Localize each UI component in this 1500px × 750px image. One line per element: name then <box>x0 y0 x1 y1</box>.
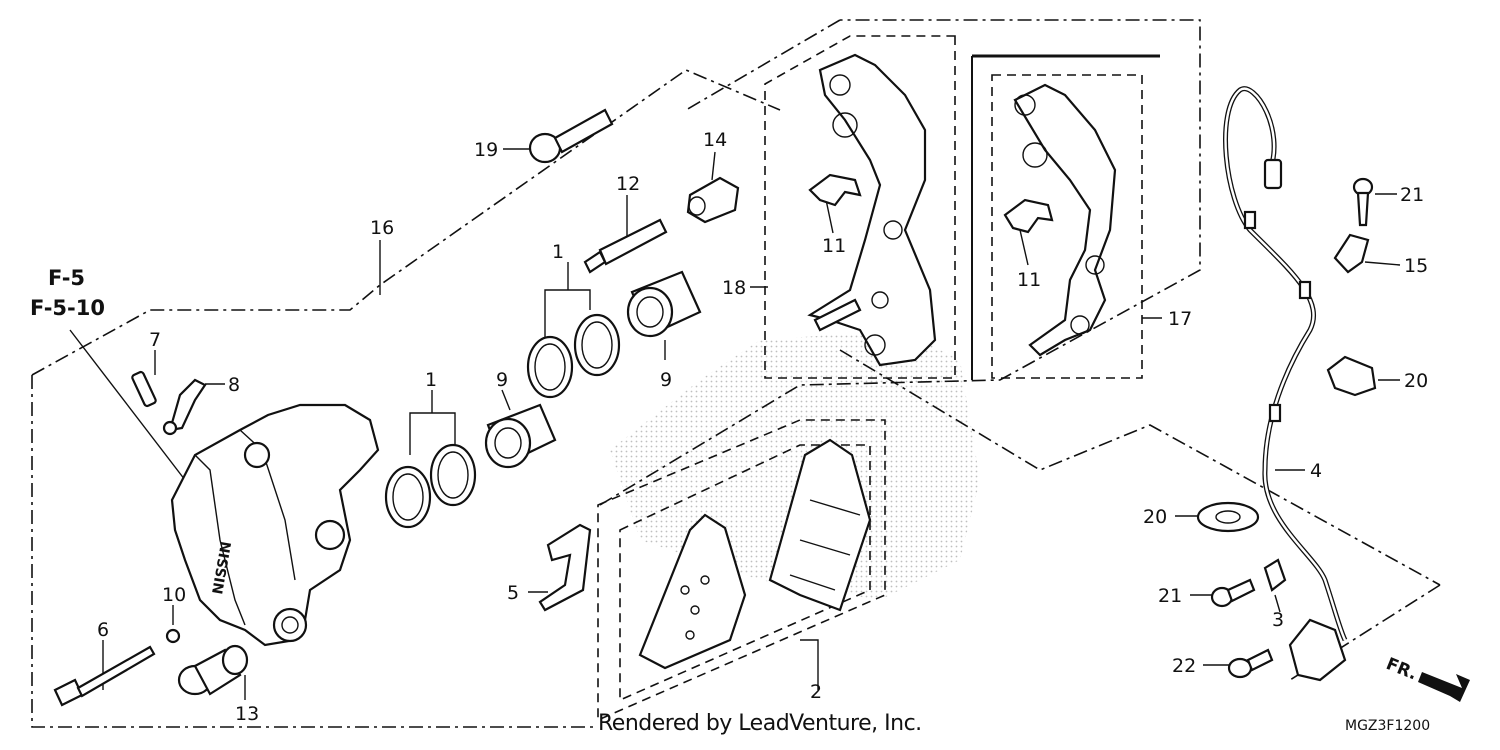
direction-label: FR. <box>1383 654 1420 684</box>
flange-bolt-19 <box>528 108 614 164</box>
callout-11: 11 <box>1017 269 1041 291</box>
caliper-body: NISSIN <box>170 403 380 647</box>
piston-seals-right <box>526 313 621 399</box>
grommet-20-bottom <box>1196 501 1260 533</box>
callout-5: 5 <box>507 582 519 604</box>
callout-19: 19 <box>474 139 498 161</box>
callout-17: 17 <box>1168 308 1192 330</box>
speed-sensor-cable <box>1223 86 1348 682</box>
pad-retainer-clip-left <box>808 173 862 207</box>
leader-lines <box>69 148 1401 700</box>
bolt-21-top <box>1352 177 1374 227</box>
bracket-box-18 <box>764 35 956 379</box>
callout-9: 9 <box>496 369 508 391</box>
callout-1: 1 <box>552 241 564 263</box>
diagram-code: MGZ3F1200 <box>1345 718 1431 734</box>
caliper-bolt <box>177 644 249 696</box>
callout-21: 21 <box>1158 585 1182 607</box>
callout-22: 22 <box>1172 655 1196 677</box>
slide-pin <box>583 218 668 274</box>
callout-20: 20 <box>1143 506 1167 528</box>
cable-clamp-15 <box>1333 233 1370 274</box>
caliper-bracket-18 <box>807 53 937 367</box>
bolt-21-bottom <box>1210 578 1256 608</box>
callout-14: 14 <box>703 129 727 151</box>
callout-13: 13 <box>235 703 259 725</box>
assembly-outline <box>31 19 1441 728</box>
piston-seals-left <box>384 443 477 529</box>
callout-7: 7 <box>149 329 161 351</box>
callout-3: 3 <box>1272 609 1284 631</box>
piston-right <box>626 270 702 338</box>
callout-4: 4 <box>1310 460 1322 482</box>
reference-label-line2: F-5-10 <box>30 296 105 320</box>
callout-18: 18 <box>722 277 746 299</box>
callout-20: 20 <box>1404 370 1428 392</box>
callout-11: 11 <box>822 235 846 257</box>
pad-spring <box>538 523 592 612</box>
front-direction-arrow: FR. <box>1383 654 1470 702</box>
clip-3 <box>1263 558 1287 592</box>
piston-left <box>484 403 557 469</box>
callout-12: 12 <box>616 173 640 195</box>
callout-15: 15 <box>1404 255 1428 277</box>
credit-line: Rendered by LeadVenture, Inc. <box>598 711 922 736</box>
callout-numbers: 1 1 2 3 4 5 6 7 8 9 9 10 11 11 12 13 14 … <box>97 129 1428 725</box>
grommet-20-top <box>1326 355 1377 397</box>
callout-6: 6 <box>97 619 109 641</box>
pin-bolt <box>53 645 156 707</box>
callout-10: 10 <box>162 584 186 606</box>
callout-8: 8 <box>228 374 240 396</box>
reference-label-line1: F-5 <box>48 266 85 290</box>
pin-boot <box>686 176 740 224</box>
pad-retainer-clip-right <box>1003 198 1054 234</box>
callout-1: 1 <box>425 369 437 391</box>
bleeder-valve <box>131 370 207 436</box>
callout-2: 2 <box>810 681 822 703</box>
small-washer <box>165 628 181 644</box>
bolt-22 <box>1227 648 1274 679</box>
callout-16: 16 <box>370 217 394 239</box>
brake-pad-back <box>638 513 747 670</box>
brake-pad-front <box>768 438 872 612</box>
bracket-box-17 <box>971 54 1160 380</box>
callout-21: 21 <box>1400 184 1424 206</box>
pad-box-2 <box>597 419 886 722</box>
caliper-bracket-17 <box>1013 83 1117 357</box>
callout-9: 9 <box>660 369 672 391</box>
